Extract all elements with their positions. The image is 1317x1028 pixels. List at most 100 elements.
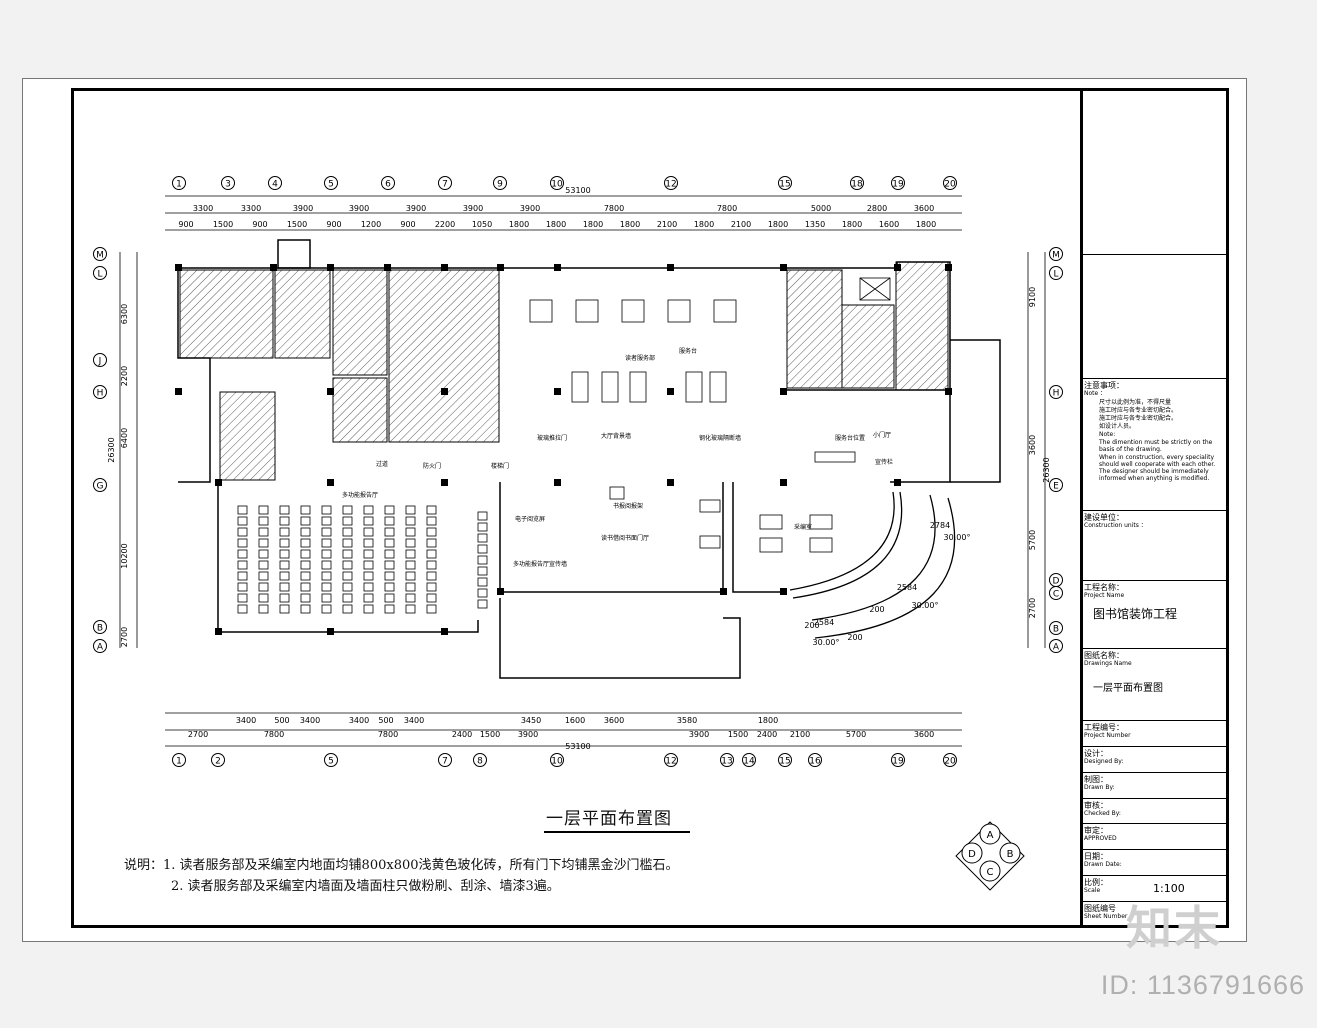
axis-bottom-1-label: 1	[176, 757, 182, 767]
seat	[477, 599, 488, 609]
seat	[279, 549, 290, 559]
seat	[237, 582, 248, 592]
dim-bottom-r2-4: 500	[378, 716, 393, 725]
design-label: 设计：	[1084, 749, 1108, 758]
dim-bottom-r2-3: 3400	[349, 716, 369, 725]
axis-bottom-10-circle	[550, 753, 564, 767]
seat	[405, 516, 416, 526]
dim-bottom-r1-9: 2100	[790, 730, 810, 739]
axis-top-19-circle	[891, 176, 905, 190]
axis-bottom-1-circle	[172, 753, 186, 767]
dim-bottom-r1-2: 7800	[378, 730, 398, 739]
axis-bottom-5-circle	[324, 753, 338, 767]
store-room-2	[332, 269, 388, 376]
sheet-label-en: Sheet Number	[1084, 913, 1128, 920]
seat	[426, 582, 437, 592]
dim-bottom-r1-8: 2400	[757, 730, 777, 739]
dim-bottom-r1-1: 7800	[264, 730, 284, 739]
arc-dim-4: 200	[869, 605, 884, 614]
walls	[177, 239, 1001, 679]
dim-top-r1-1: 3300	[241, 204, 261, 213]
axis-right-C-circle	[1049, 586, 1063, 600]
seat	[321, 516, 332, 526]
axis-left-L-label: L	[97, 270, 102, 280]
axis-bottom-12-label: 12	[665, 757, 676, 767]
checked-label-en: Checked By:	[1084, 810, 1121, 817]
seat	[363, 571, 374, 581]
seat	[279, 571, 290, 581]
seat	[258, 582, 269, 592]
drawing-label-en: Drawings Name	[1084, 660, 1132, 667]
arc-dim-2: 2784	[930, 521, 950, 530]
axis-right-A-circle	[1049, 639, 1063, 653]
drawing-sheet	[22, 78, 1247, 942]
note-en-1: Note:	[1099, 431, 1116, 438]
seat	[477, 511, 488, 521]
seat	[258, 538, 269, 548]
dim-bottom-r1-10: 5700	[846, 730, 866, 739]
drawing-title: 一层平面布置图	[544, 804, 690, 833]
seat	[258, 604, 269, 614]
seat	[321, 593, 332, 603]
room-label-multi_hall: 多功能报告厅	[342, 491, 378, 499]
dim-bottom-r2-8: 3600	[604, 716, 624, 725]
store-room-3	[388, 269, 500, 443]
dim-left-total: 26300	[107, 437, 116, 462]
seat	[426, 571, 437, 581]
seat	[363, 538, 374, 548]
title-block-scale: 比例： Scale 1:100	[1081, 876, 1227, 902]
seat	[342, 549, 353, 559]
drawing-frame	[71, 88, 1229, 928]
title-block-project: 工程名称： Project Name 图书馆装饰工程	[1081, 581, 1227, 649]
seat	[405, 593, 416, 603]
date-label-en: Drawn Date:	[1084, 861, 1122, 868]
title-block-designed: 设计： Designed By:	[1081, 747, 1227, 773]
axis-right-E-circle	[1049, 478, 1063, 492]
dim-bottom-r2-2: 3400	[300, 716, 320, 725]
dim-bottom-r1-6: 3900	[689, 730, 709, 739]
notes-title-en: Note ：	[1084, 390, 1107, 397]
axis-top-5-label: 5	[328, 180, 334, 190]
seat	[426, 560, 437, 570]
dim-top-r1-5: 3900	[463, 204, 483, 213]
axis-bottom-12-circle	[664, 753, 678, 767]
orientation-circle-C	[979, 860, 1001, 882]
title-block-project-no: 工程编号： Project Number	[1081, 721, 1227, 747]
drawn-label-en: Drawn By:	[1084, 784, 1115, 791]
note-1: 1. 读者服务部及采编室内地面均铺800x800浅黄色玻化砖，所有门下均铺黑金沙…	[163, 858, 679, 873]
axis-bottom-5-label: 5	[328, 757, 334, 767]
room-label-corridor: 过道	[376, 460, 388, 468]
room-label-lobby: 读书借阅书面门厅	[601, 534, 649, 542]
seat	[477, 577, 488, 587]
room-label-editing: 采编室	[794, 523, 812, 531]
note-line-1: 说明：1. 读者服务部及采编室内地面均铺800x800浅黄色玻化砖，所有门下均铺…	[124, 855, 679, 876]
dim-top-r1-8: 7800	[717, 204, 737, 213]
dim-bottom-r2-9: 3580	[677, 716, 697, 725]
dim-top-r2-0: 900	[178, 220, 193, 229]
axis-right-E-label: E	[1053, 482, 1059, 492]
dim-top-r1-3: 3900	[349, 204, 369, 213]
orientation-circle-B	[999, 842, 1021, 864]
room-label-notice_wall: 宣传栏	[875, 458, 893, 466]
axis-top-12-circle	[664, 176, 678, 190]
project-no-label: 工程编号：	[1084, 723, 1124, 732]
arc-angle-1: 30.00°	[912, 601, 939, 610]
dim-bottom-r1-11: 3600	[914, 730, 934, 739]
dim-left-4: 2700	[120, 627, 129, 647]
axis-top-7-label: 7	[442, 180, 448, 190]
seat	[477, 555, 488, 565]
dim-bottom-r1-0: 2700	[188, 730, 208, 739]
room-label-info_wall: 钢化玻璃隔断墙	[699, 434, 741, 442]
seat	[477, 522, 488, 532]
room-labels: 读者服务部服务台小门厅服务台位置过道多功能报告厅读书借阅书面门厅采编室电子阅览屏…	[342, 347, 893, 568]
room-label-small_lobby: 小门厅	[873, 431, 891, 439]
dim-top-r2-14: 1800	[694, 220, 714, 229]
seat	[321, 571, 332, 581]
orientation-label-D: D	[968, 849, 976, 860]
axis-bottom-15-circle	[778, 753, 792, 767]
dim-top-r2-2: 900	[252, 220, 267, 229]
seat	[237, 604, 248, 614]
axis-left-M-label: M	[96, 251, 104, 261]
dim-bottom-r2-1: 500	[274, 716, 289, 725]
